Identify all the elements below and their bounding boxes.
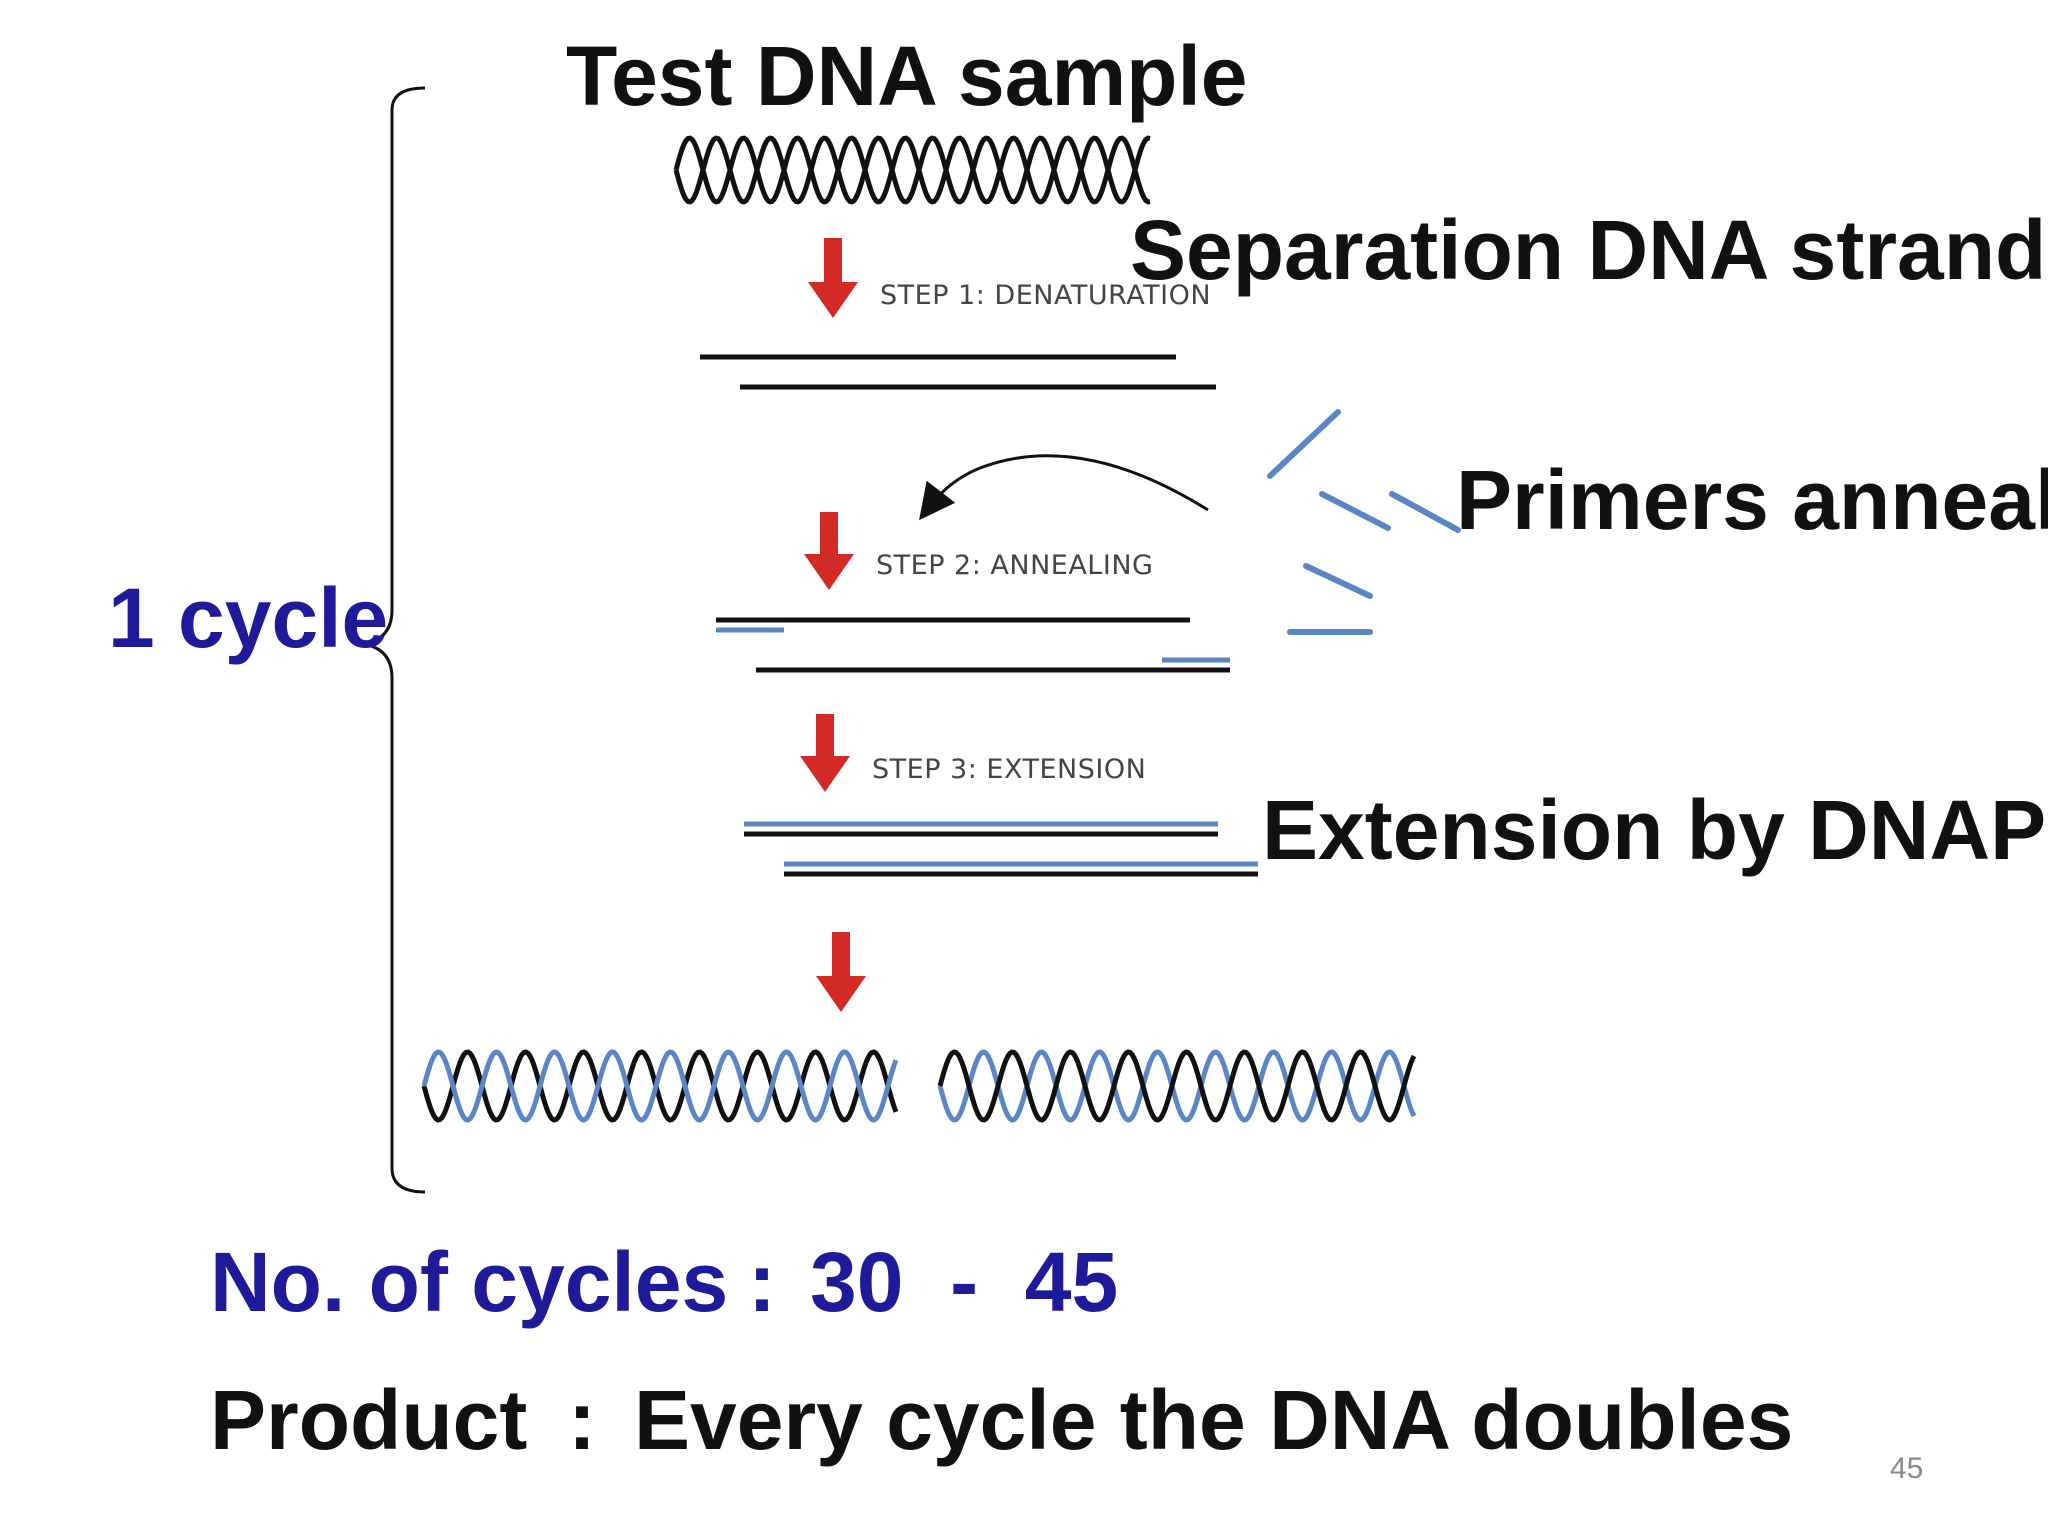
daughter-helix-right bbox=[937, 1049, 1417, 1123]
denatured-strands bbox=[700, 354, 1216, 390]
extension-label: Extension by DNAP bbox=[1262, 783, 2047, 877]
curved-arrow bbox=[919, 454, 1209, 521]
daughter-helix-left bbox=[421, 1049, 899, 1123]
down-arrow-final bbox=[816, 932, 866, 1012]
product-separator: : bbox=[568, 1373, 596, 1467]
annealed-strands bbox=[716, 617, 1230, 673]
down-arrow-step3 bbox=[800, 714, 850, 792]
free-primers bbox=[1267, 409, 1461, 635]
step2-label: STEP 2: ANNEALING bbox=[876, 550, 1154, 581]
primers-label: Primers anneal bbox=[1456, 453, 2048, 547]
slide-number: 45 bbox=[1890, 1452, 1924, 1485]
cycles-label: No. of cycles bbox=[210, 1235, 729, 1329]
cycles-separator: : bbox=[748, 1235, 776, 1329]
test-dna-helix bbox=[673, 135, 1151, 205]
product-row: Product : Every cycle the DNA doubles bbox=[210, 1378, 1793, 1462]
product-value: Every cycle the DNA doubles bbox=[634, 1373, 1794, 1467]
extended-strands bbox=[744, 821, 1258, 877]
step1-label: STEP 1: DENATURATION bbox=[880, 280, 1212, 311]
down-arrow-step1 bbox=[808, 238, 858, 318]
cycle-label: 1 cycle bbox=[108, 571, 389, 665]
cycles-row: No. of cycles : 30 - 45 bbox=[210, 1240, 1118, 1324]
step3-label: STEP 3: EXTENSION bbox=[872, 754, 1147, 785]
down-arrow-step2 bbox=[804, 512, 854, 590]
test-dna-label: Test DNA sample bbox=[566, 29, 1248, 123]
separation-label: Separation DNA strands bbox=[1130, 203, 2048, 297]
product-label: Product bbox=[210, 1373, 528, 1467]
cycle-brace bbox=[361, 86, 426, 1194]
cycles-value: 30 - 45 bbox=[810, 1235, 1119, 1329]
